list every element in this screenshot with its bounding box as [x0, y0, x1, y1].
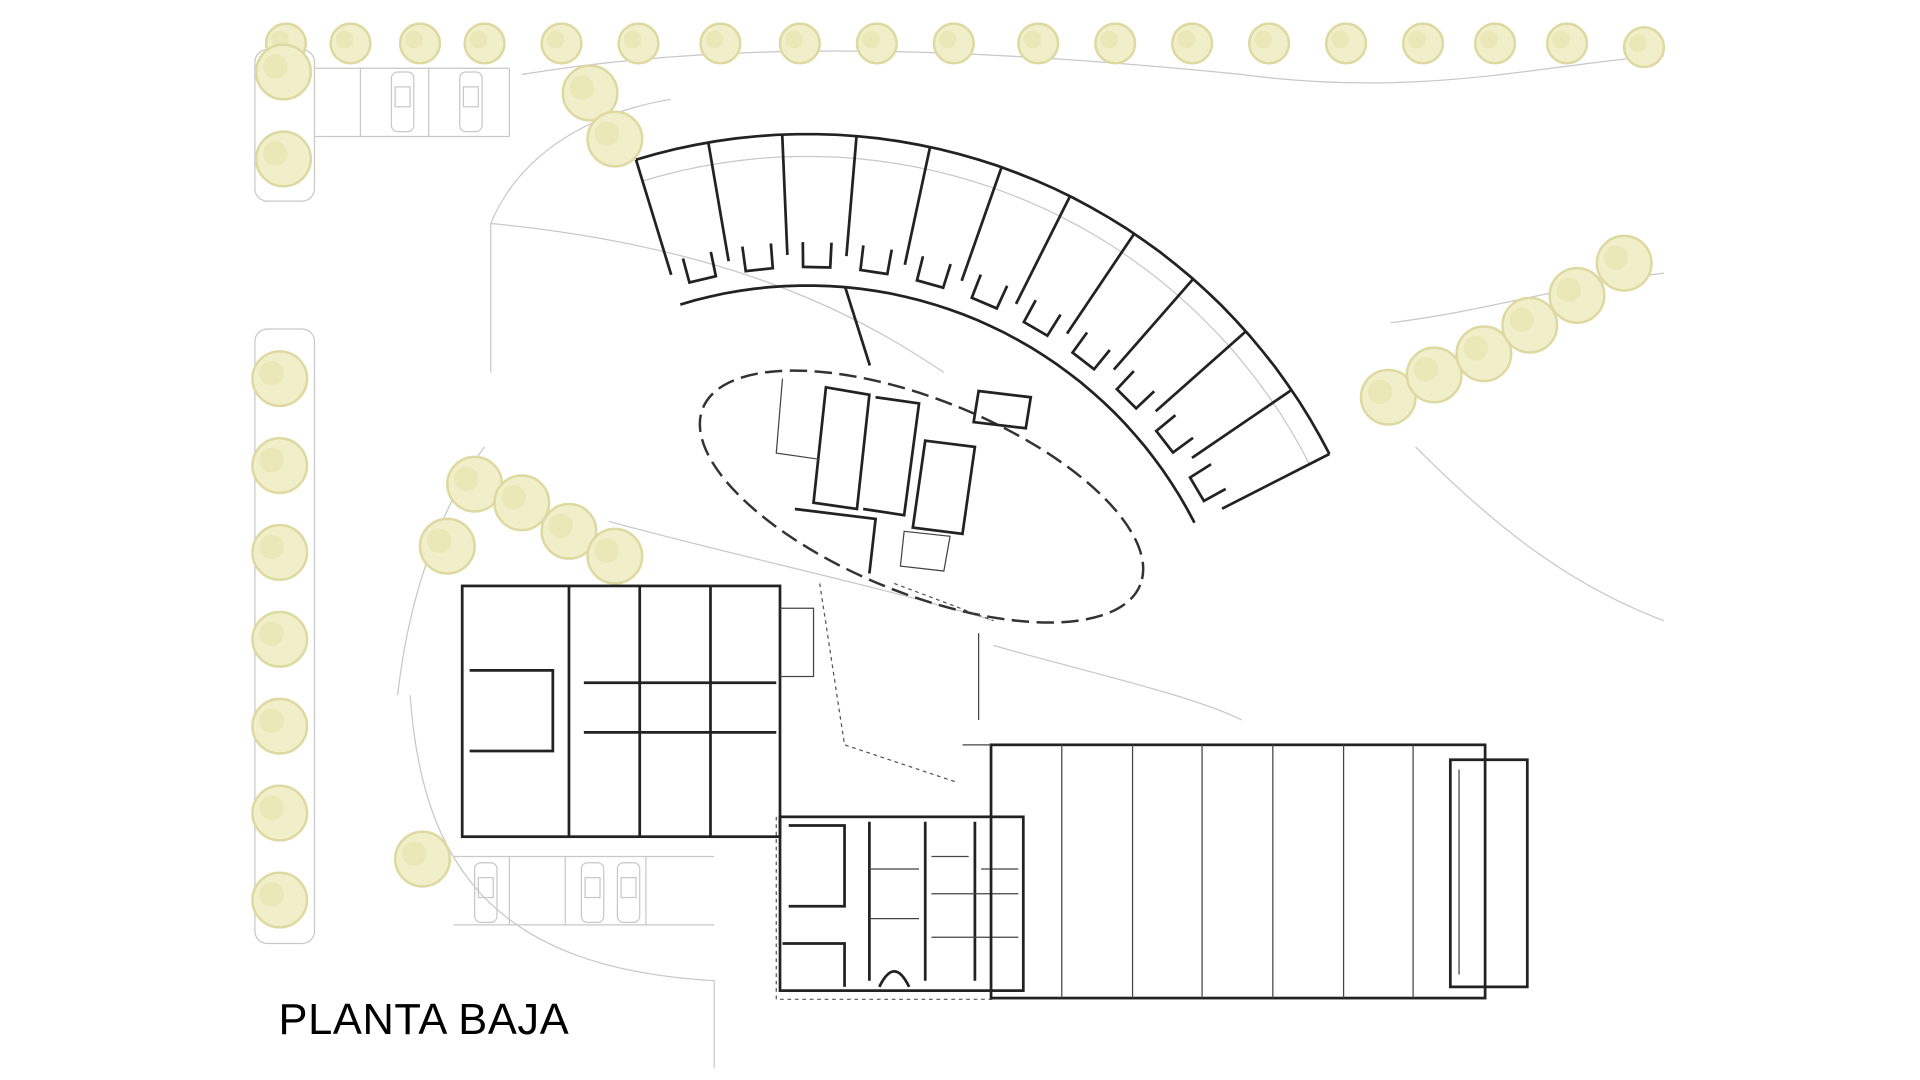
tree-icon [699, 22, 742, 65]
tree-icon [1094, 22, 1137, 65]
car-icon [390, 71, 415, 133]
tree-icon [855, 22, 898, 65]
tree-icon [586, 110, 644, 168]
tree-icon [251, 784, 309, 842]
tree-icon [1405, 346, 1463, 404]
car-icon [459, 71, 483, 133]
tree-icon [493, 474, 551, 532]
tree-icon [1455, 325, 1513, 383]
tree-icon [251, 610, 309, 668]
tree-icon [254, 43, 313, 101]
tree-icon [1324, 22, 1368, 65]
tree-icon [463, 22, 506, 65]
parking-cars [390, 71, 641, 923]
elliptical-hall [698, 369, 1145, 783]
right-block [962, 633, 1529, 1000]
trees [251, 22, 1666, 929]
tree-icon [418, 517, 476, 575]
tree-icon [398, 22, 442, 65]
car-icon [616, 862, 641, 923]
car-icon [474, 862, 498, 923]
tree-icon [778, 22, 821, 65]
service-block [775, 815, 1025, 1000]
tree-icon [540, 22, 583, 65]
tree-icon [1359, 368, 1417, 426]
tree-icon [561, 64, 619, 122]
tree-icon [1473, 22, 1517, 65]
left-block [460, 584, 815, 839]
tree-icon [1017, 22, 1060, 65]
plan-title: PLANTA BAJA [278, 996, 569, 1044]
tree-icon [1248, 22, 1291, 65]
tree-icon [393, 830, 452, 888]
tree-icon [1595, 234, 1653, 292]
tree-icon [1501, 296, 1559, 354]
tree-icon [586, 527, 644, 585]
tree-icon [251, 350, 309, 408]
tree-icon [254, 130, 313, 188]
tree-icon [251, 436, 309, 495]
curved-wing [634, 132, 1331, 524]
tree-icon [1622, 26, 1666, 69]
tree-icon [329, 22, 372, 65]
tree-icon [1171, 22, 1214, 65]
tree-icon [251, 871, 309, 929]
car-icon [580, 862, 605, 923]
tree-icon [251, 523, 309, 581]
tree-icon [1545, 22, 1589, 65]
tree-icon [1548, 266, 1606, 324]
tree-icon [251, 697, 309, 755]
tree-icon [617, 22, 660, 65]
tree-icon [932, 22, 975, 65]
tree-icon [540, 502, 598, 560]
tree-icon [1401, 22, 1445, 65]
